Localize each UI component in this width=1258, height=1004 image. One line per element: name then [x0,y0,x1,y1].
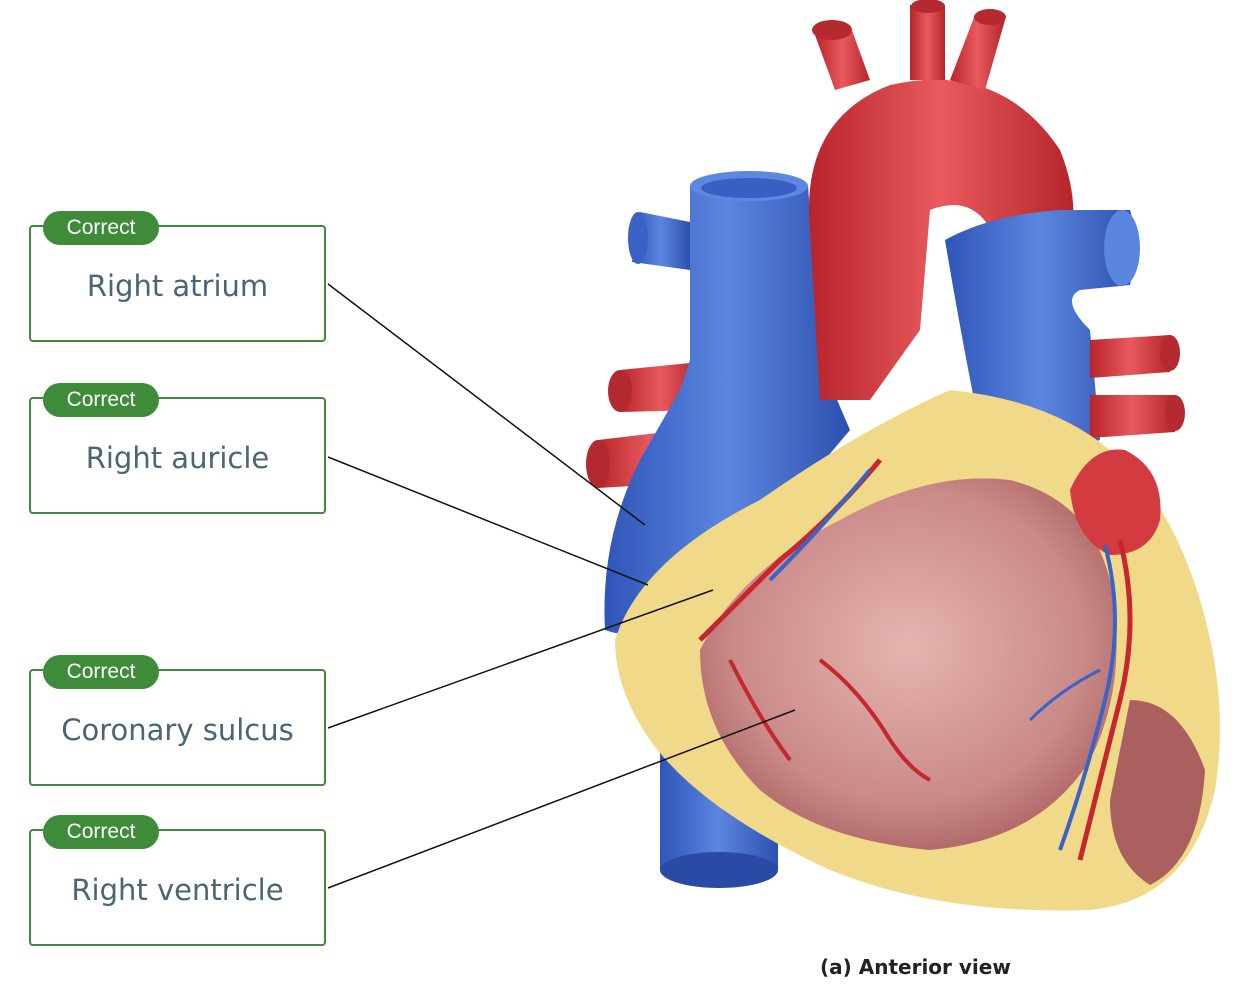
pulmonary-veins-left [1090,335,1185,438]
label-box-coronary-sulcus[interactable]: Correct Coronary sulcus [29,655,326,786]
correct-badge: Correct [43,655,159,689]
leader-line-right-ventricle [327,709,796,889]
label-box-right-ventricle[interactable]: Correct Right ventricle [29,815,326,946]
correct-badge: Correct [43,815,159,849]
leader-line-right-atrium [327,283,646,526]
figure-caption: (a) Anterior view [820,955,1011,979]
label-text: Coronary sulcus [61,713,294,747]
label-text: Right ventricle [71,873,284,907]
label-box-right-auricle[interactable]: Correct Right auricle [29,383,326,514]
correct-badge: Correct [43,383,159,417]
leader-lines [327,283,796,889]
label-box-right-atrium[interactable]: Correct Right atrium [29,211,326,342]
correct-badge: Correct [43,211,159,245]
superior-vena-cava [604,171,850,635]
label-text: Right auricle [85,441,270,475]
ventricles [615,390,1220,911]
leader-line-right-auricle [327,456,649,586]
aorta [809,0,1074,400]
leader-line-coronary-sulcus [327,589,714,729]
label-text: Right atrium [86,269,269,303]
